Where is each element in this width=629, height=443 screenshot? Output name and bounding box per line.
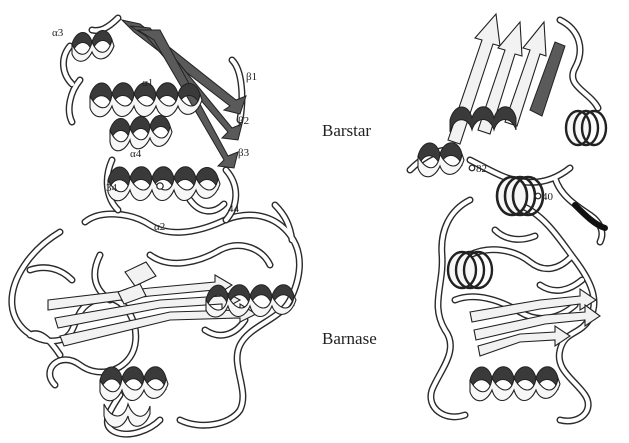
label-alpha1: α1 [142,77,153,89]
label-barnase: Barnase [322,329,377,348]
label-res40: 40 [542,191,554,203]
right-barnase-helix-middle [448,252,492,288]
label-res82: 82 [476,163,487,175]
residue-82-marker [469,165,475,171]
right-barstar-sheet [448,14,565,144]
label-res34: 34 [106,182,118,194]
left-helix-alpha2 [108,167,220,201]
label-beta2: β2 [238,115,249,127]
label-alpha4: α4 [130,148,142,160]
label-alpha2: α2 [154,221,165,233]
left-helix-alpha4 [110,116,172,151]
label-beta1: β1 [246,71,257,83]
label-alpha3: α3 [52,27,64,39]
label-beta3: β3 [238,147,250,159]
right-complex: 82 40 [410,14,606,421]
left-complex: α3 α1 β1 β2 β3 α4 34 44 α2 [12,18,300,434]
left-helix-alpha3 [72,30,114,61]
label-res44: 44 [228,203,240,215]
right-barstar-helix-right [566,111,606,145]
label-barstar: Barstar [322,121,371,140]
residue-40-marker [535,193,541,199]
right-barnase-helix-bottom [470,367,560,401]
left-residue-marker [157,183,163,189]
